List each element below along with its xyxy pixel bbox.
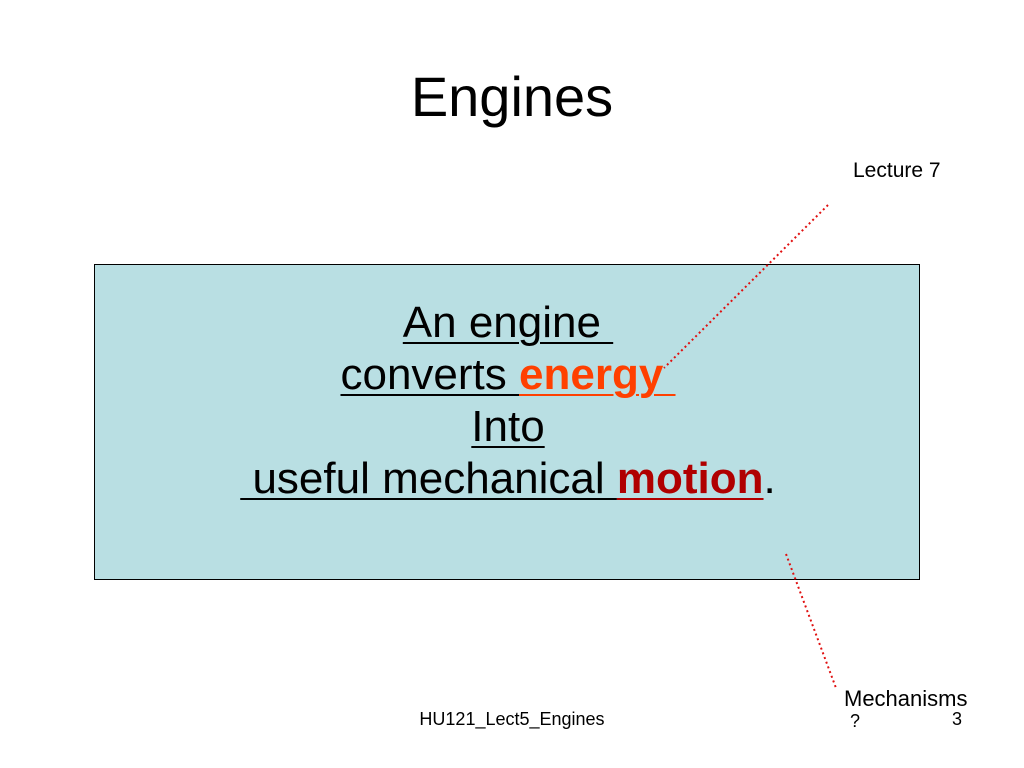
definition-line-3: Into	[95, 401, 921, 453]
definition-line-1-text: An engine	[402, 298, 614, 347]
footer-page-number: 3	[952, 709, 963, 729]
definition-line-4-prefix: useful mechanical	[240, 454, 617, 503]
definition-line-4: useful mechanical motion.	[95, 453, 921, 505]
motion-keyword: motion	[616, 454, 764, 503]
definition-line-1: An engine	[95, 297, 921, 349]
definition-line-2-prefix: converts	[340, 350, 519, 399]
footer-filename: HU121_Lect5_Engines	[419, 709, 605, 729]
mechanisms-question-mark: ?	[850, 711, 861, 731]
definition-line-3-text: Into	[471, 402, 545, 451]
definition-text: An engine converts energy Into useful me…	[95, 297, 921, 505]
lecture-callout: Lecture 7	[853, 159, 941, 182]
slide-title: Engines	[410, 65, 614, 128]
definition-line-2: converts energy	[95, 349, 921, 401]
definition-line-4-suffix: .	[763, 454, 776, 503]
definition-box: An engine converts energy Into useful me…	[94, 264, 920, 580]
energy-keyword: energy	[519, 350, 676, 399]
mechanisms-callout: Mechanisms	[844, 686, 968, 711]
